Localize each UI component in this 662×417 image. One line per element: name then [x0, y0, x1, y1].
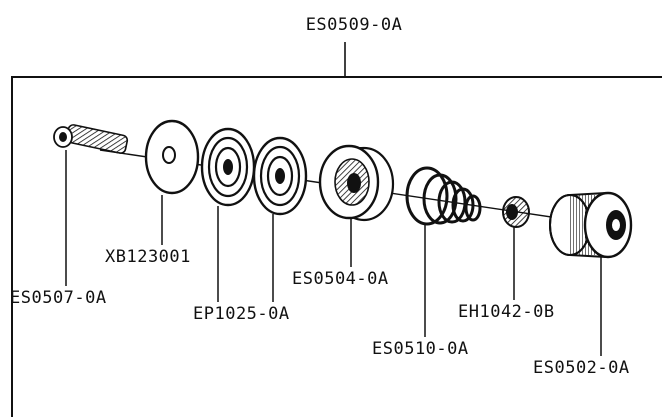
part-label-washer: XB123001 [105, 247, 191, 267]
part-label-conical-spring: ES0510-0A [372, 339, 469, 359]
flat-washer-icon [144, 119, 200, 195]
part-label-cup: ES0504-0A [292, 269, 389, 289]
cup-housing-icon [318, 144, 395, 222]
part-label-cap: ES0502-0A [533, 358, 630, 378]
conical-spring-icon [405, 166, 482, 226]
part-label-nut: EH1042-0B [458, 302, 555, 322]
ringed-disc-icon [252, 136, 308, 216]
assembly-frame [11, 76, 662, 417]
knurled-cap-icon [549, 191, 633, 259]
assembly-label: ES0509-0A [306, 15, 403, 35]
coil-spring-icon [53, 124, 129, 154]
ringed-disc-icon [200, 127, 256, 207]
part-label-spring: ES0507-0A [10, 288, 107, 308]
small-nut-icon [502, 196, 530, 228]
leader-lines [65, 150, 602, 356]
part-label-diaphragm: EP1025-0A [193, 304, 290, 324]
